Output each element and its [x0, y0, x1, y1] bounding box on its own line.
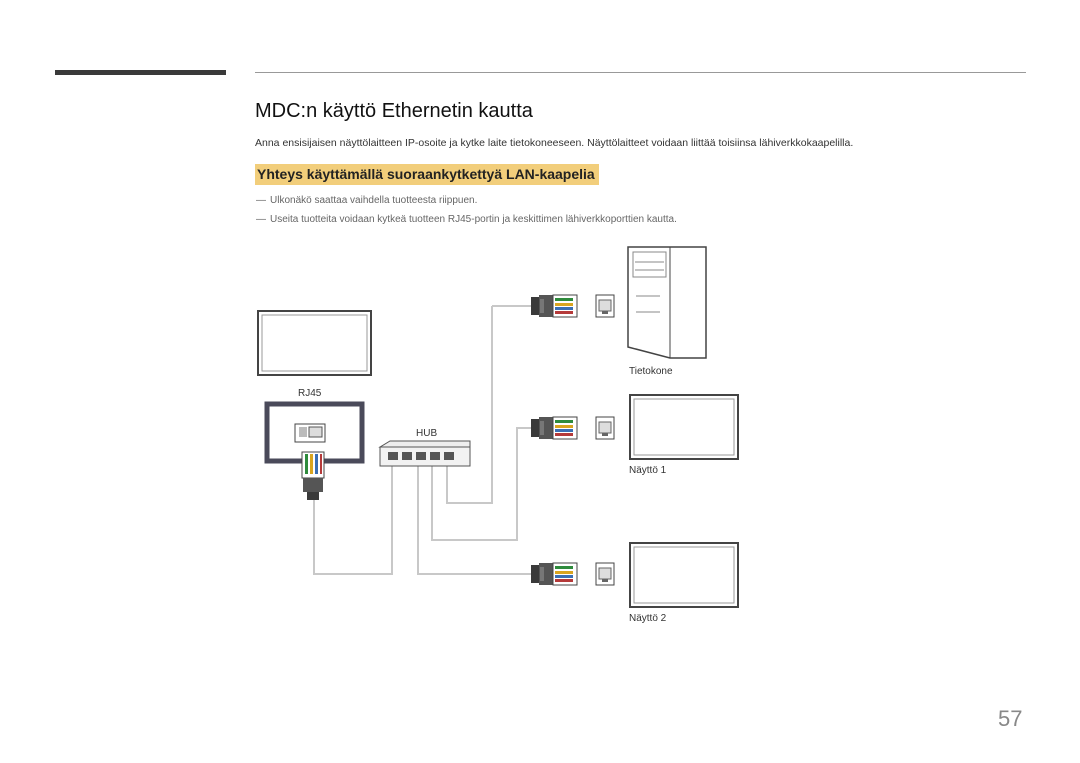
display-2	[629, 542, 739, 608]
note-dash: ―	[256, 195, 266, 206]
computer-jack	[595, 294, 615, 318]
display1-jack	[595, 416, 615, 440]
note-text: Ulkonäkö saattaa vaihdella tuotteesta ri…	[270, 195, 478, 206]
page-title: MDC:n käyttö Ethernetin kautta	[255, 100, 533, 122]
section-marker-bar	[55, 70, 226, 75]
rj45-label: RJ45	[298, 388, 322, 399]
note-appearance: ― Ulkonäkö saattaa vaihdella tuotteesta r…	[256, 195, 477, 206]
hub-label: HUB	[416, 428, 438, 439]
computer-plug	[530, 294, 578, 318]
cable-computer-to-hub	[446, 306, 493, 504]
display2-jack	[595, 562, 615, 586]
note-text: Useita tuotteita voidaan kytkeä tuotteen…	[270, 214, 677, 225]
display-plug	[301, 451, 325, 500]
display1-plug	[530, 416, 578, 440]
page-number: 57	[998, 706, 1023, 731]
cable-display1-to-hub	[431, 427, 531, 541]
hub-device	[378, 440, 471, 467]
note-dash: ―	[256, 214, 266, 225]
primary-display	[257, 310, 372, 376]
cable-display-to-hub	[313, 466, 393, 575]
note-multiple-products: ― Useita tuotteita voidaan kytkeä tuottee…	[256, 214, 677, 225]
cables	[313, 305, 531, 575]
intro-paragraph: Anna ensisijaisen näyttölaitteen IP-osoi…	[255, 137, 854, 149]
display-1	[629, 394, 739, 460]
computer-label: Tietokone	[629, 366, 673, 377]
cable-display2-to-hub	[417, 466, 531, 575]
section-subheading: Yhteys käyttämällä suoraankytkettyä LAN-…	[255, 164, 599, 185]
computer-tower	[627, 246, 707, 359]
display2-label: Näyttö 2	[629, 613, 667, 624]
display1-label: Näyttö 1	[629, 465, 667, 476]
header-rule	[255, 72, 1026, 73]
display2-plug	[530, 562, 578, 586]
